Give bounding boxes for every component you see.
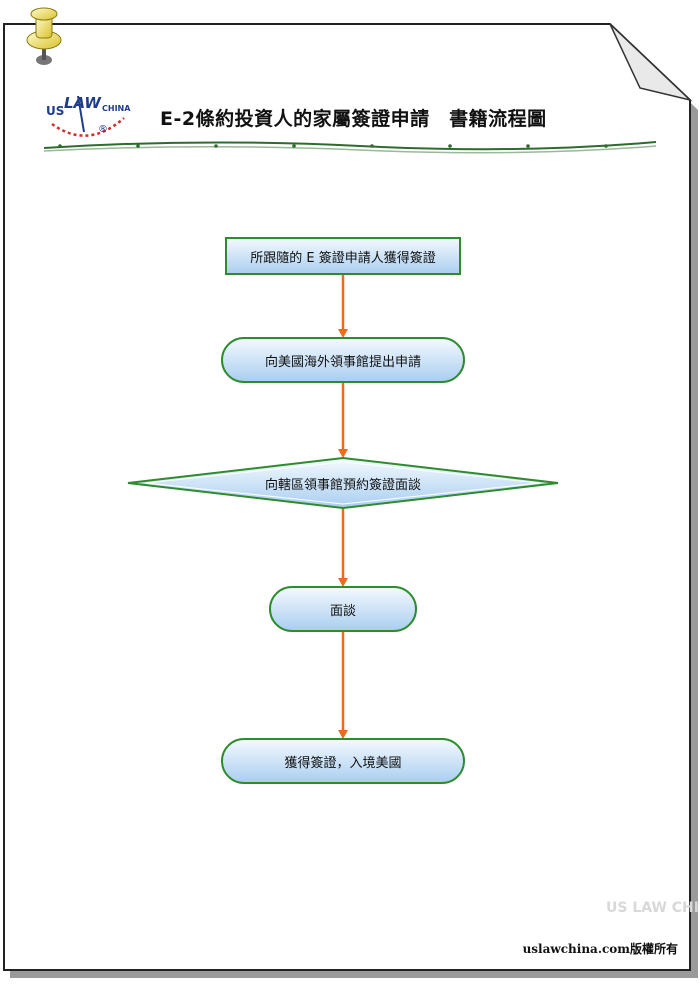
flow-node-step4 [269, 586, 417, 632]
flow-node-step1 [225, 237, 461, 275]
logo-law-text: LAW [64, 94, 101, 112]
flowchart-edges [338, 274, 348, 739]
flow-node-label-step5: 獲得簽證，入境美國 [284, 756, 402, 771]
flow-node-step5 [221, 738, 465, 784]
flow-node-step2 [221, 337, 465, 383]
flow-edge-arrowhead-4 [338, 730, 348, 739]
header-divider [43, 141, 657, 154]
divider-dot [136, 144, 140, 148]
page-title: E-2條約投資人的家屬簽證申請 書籍流程圖 [160, 108, 547, 130]
logo-china-text: CHINA [102, 104, 131, 113]
divider-dot [604, 144, 608, 148]
flow-node-label-step2: 向美國海外領事館提出申請 [264, 355, 422, 370]
flow-node-label-step1: 所跟隨的 E 簽證申請人獲得簽證 [250, 251, 436, 266]
flow-edge-arrowhead-3 [338, 578, 348, 587]
divider-dot [526, 144, 530, 148]
flow-node-label-step4: 面談 [329, 604, 357, 619]
divider-dot [292, 144, 296, 148]
flow-edge-arrowhead-1 [338, 329, 348, 338]
divider-dot [58, 144, 62, 148]
flow-node-label-step3: 向轄區領事館預約簽證面談 [264, 478, 422, 493]
logo-us-text: US [46, 104, 65, 118]
watermark-logo: US LAW CHINA [606, 900, 700, 916]
logo-registered-mark: ® [98, 124, 108, 135]
divider-dot [448, 144, 452, 148]
flowchart-nodes [127, 237, 559, 784]
folded-corner [609, 23, 693, 102]
flow-node-step3 [127, 456, 559, 510]
brand-logo: US LAW CHINA ® [44, 82, 134, 142]
pushpin-icon [26, 7, 62, 65]
flow-node-step3-highlight [145, 461, 541, 505]
flow-edge-arrowhead-2 [338, 449, 348, 458]
divider-dot [370, 144, 374, 148]
copyright-text: uslawchina.com版權所有 [522, 942, 678, 956]
logo-swoosh-icon [51, 95, 125, 137]
divider-dot [214, 144, 218, 148]
